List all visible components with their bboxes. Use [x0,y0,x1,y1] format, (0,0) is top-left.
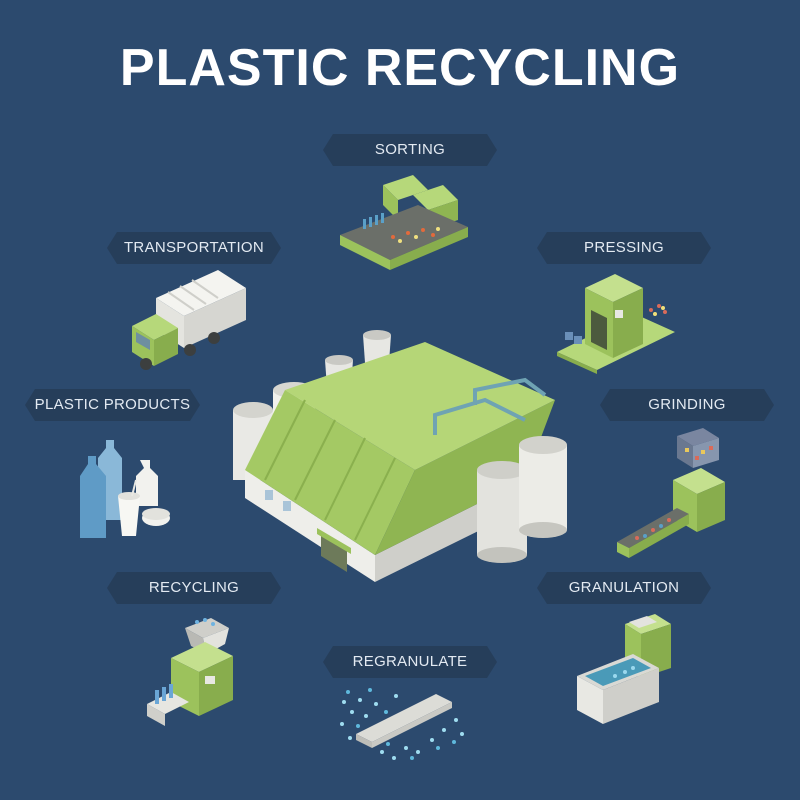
plastic-bottles-icon [80,440,170,538]
label-recycling: RECYCLING [107,572,281,604]
regranulate-pellets-icon [340,688,464,760]
press-machine-icon [557,274,675,374]
recycling-machine-icon [147,618,233,726]
label-plastic-products: PLASTIC PRODUCTS [25,389,200,421]
granulation-machine-icon [577,614,671,724]
factory-icon [233,330,567,582]
label-transportation: TRANSPORTATION [107,232,281,264]
label-granulation: GRANULATION [537,572,711,604]
label-sorting: SORTING [323,134,497,166]
grinding-machine-icon [617,428,725,558]
label-grinding: GRINDING [600,389,774,421]
garbage-truck-icon [132,270,246,370]
sorting-machine-icon [340,175,468,270]
page-title: PLASTIC RECYCLING [119,39,681,97]
label-pressing: PRESSING [537,232,711,264]
label-regranulate: REGRANULATE [323,646,497,678]
